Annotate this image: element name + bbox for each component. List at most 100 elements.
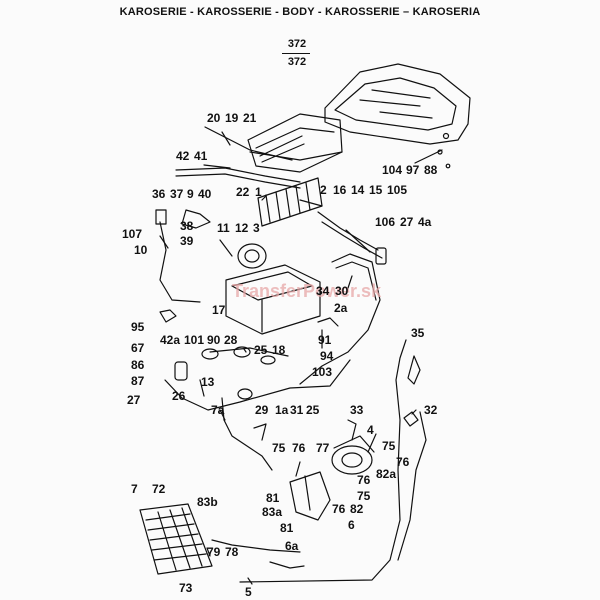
section-code-top: 372 xyxy=(287,38,307,50)
callout-11: 11 xyxy=(217,221,230,235)
callout-19: 19 xyxy=(225,111,239,125)
callout-88: 88 xyxy=(424,163,438,177)
heater-hose-return xyxy=(321,221,383,259)
compressor-bracket xyxy=(289,471,331,521)
callout-72: 72 xyxy=(152,482,166,496)
callout-87: 87 xyxy=(131,374,145,388)
callout-18: 18 xyxy=(272,343,286,357)
callout-83b: 83b xyxy=(197,495,218,509)
callout-86: 86 xyxy=(131,358,145,372)
ac-hose-25 xyxy=(209,347,289,357)
wiring-harness xyxy=(159,221,201,303)
section-code-bottom: 372 xyxy=(287,56,307,68)
callout-81-lower: 81 xyxy=(280,521,294,535)
bolt-5 xyxy=(247,577,253,585)
callout-29: 29 xyxy=(255,403,269,417)
ac-pipe-main xyxy=(299,253,381,385)
callout-76-right: 76 xyxy=(396,455,410,469)
callout-82: 82 xyxy=(350,502,364,516)
callout-26: 26 xyxy=(172,389,186,403)
clip-28 xyxy=(201,348,219,360)
callout-21: 21 xyxy=(243,111,257,125)
hose-clamp xyxy=(375,247,387,265)
evaporator-box xyxy=(225,264,321,335)
callout-38: 38 xyxy=(180,219,194,233)
callout-42: 42 xyxy=(176,149,190,163)
callout-33: 33 xyxy=(350,403,364,417)
ac-compressor xyxy=(331,435,375,475)
callout-42a: 42a xyxy=(160,333,181,347)
callout-94: 94 xyxy=(320,349,334,363)
control-rod xyxy=(204,126,293,161)
control-cable-42 xyxy=(175,167,301,183)
callout-37: 37 xyxy=(170,187,184,201)
callout-77: 77 xyxy=(316,441,330,455)
callout-81-upper: 81 xyxy=(266,491,280,505)
callout-104: 104 xyxy=(382,163,403,177)
callout-12: 12 xyxy=(235,221,249,235)
callout-32: 32 xyxy=(424,403,438,417)
callout-41: 41 xyxy=(194,149,208,163)
section-code-divider xyxy=(282,53,310,54)
bracket-91 xyxy=(317,317,339,327)
bracket-brace xyxy=(304,475,311,511)
callout-103: 103 xyxy=(312,365,333,379)
callout-16: 16 xyxy=(333,183,347,197)
callout-75-top: 75 xyxy=(272,441,286,455)
callout-67: 67 xyxy=(131,341,145,355)
callout-10: 10 xyxy=(134,243,148,257)
callout-30: 30 xyxy=(335,284,349,298)
callout-76-lower: 76 xyxy=(332,502,346,516)
switch-38 xyxy=(155,209,167,225)
callout-22: 22 xyxy=(236,185,250,199)
callout-91: 91 xyxy=(318,333,332,347)
callout-35: 35 xyxy=(411,326,425,340)
condenser-line xyxy=(211,539,301,553)
callout-2: 2 xyxy=(320,183,327,197)
o-ring-35 xyxy=(407,355,421,385)
callout-4: 4 xyxy=(367,423,374,437)
receiver-drier xyxy=(174,361,188,381)
heater-hose xyxy=(317,211,379,251)
callout-82a: 82a xyxy=(376,467,397,481)
callout-73: 73 xyxy=(179,581,193,595)
callout-6a: 6a xyxy=(285,539,299,553)
clamp-29 xyxy=(253,423,267,441)
callout-13: 13 xyxy=(201,375,215,389)
watermark-text: TransferPower.sk xyxy=(232,281,382,301)
switch-panel xyxy=(181,209,211,229)
callout-25-lower: 25 xyxy=(306,403,320,417)
callout-25-upper: 25 xyxy=(254,343,268,357)
ac-line-32 xyxy=(397,411,427,561)
page-title: KAROSERIE - KAROSSERIE - BODY - KAROSSER… xyxy=(119,6,481,18)
callout-83a: 83a xyxy=(262,505,283,519)
callout-31: 31 xyxy=(290,403,304,417)
callout-105: 105 xyxy=(387,183,408,197)
callout-39: 39 xyxy=(180,234,194,248)
callout-90: 90 xyxy=(207,333,221,347)
callout-27-right: 27 xyxy=(400,215,414,229)
condenser xyxy=(139,503,213,575)
callout-14: 14 xyxy=(351,183,365,197)
control-cable-41 xyxy=(175,173,301,189)
callout-7a: 7a xyxy=(211,403,225,417)
callout-107: 107 xyxy=(122,227,143,241)
callout-17: 17 xyxy=(212,303,226,317)
heater-housing xyxy=(247,113,343,173)
compressor-bracket-33 xyxy=(347,419,357,441)
callout-79: 79 xyxy=(207,545,221,559)
callout-34: 34 xyxy=(316,284,330,298)
ac-line-right xyxy=(239,339,407,583)
callout-75-mid: 75 xyxy=(357,489,371,503)
callout-5: 5 xyxy=(245,585,252,599)
callout-2a: 2a xyxy=(334,301,348,315)
callout-36: 36 xyxy=(152,187,166,201)
callout-76-top: 76 xyxy=(292,441,306,455)
callout-7: 7 xyxy=(131,482,138,496)
callout-15: 15 xyxy=(369,183,383,197)
callout-1a: 1a xyxy=(275,403,289,417)
callout-106: 106 xyxy=(375,215,396,229)
callout-75-right: 75 xyxy=(382,439,396,453)
blower-motor xyxy=(237,243,267,269)
